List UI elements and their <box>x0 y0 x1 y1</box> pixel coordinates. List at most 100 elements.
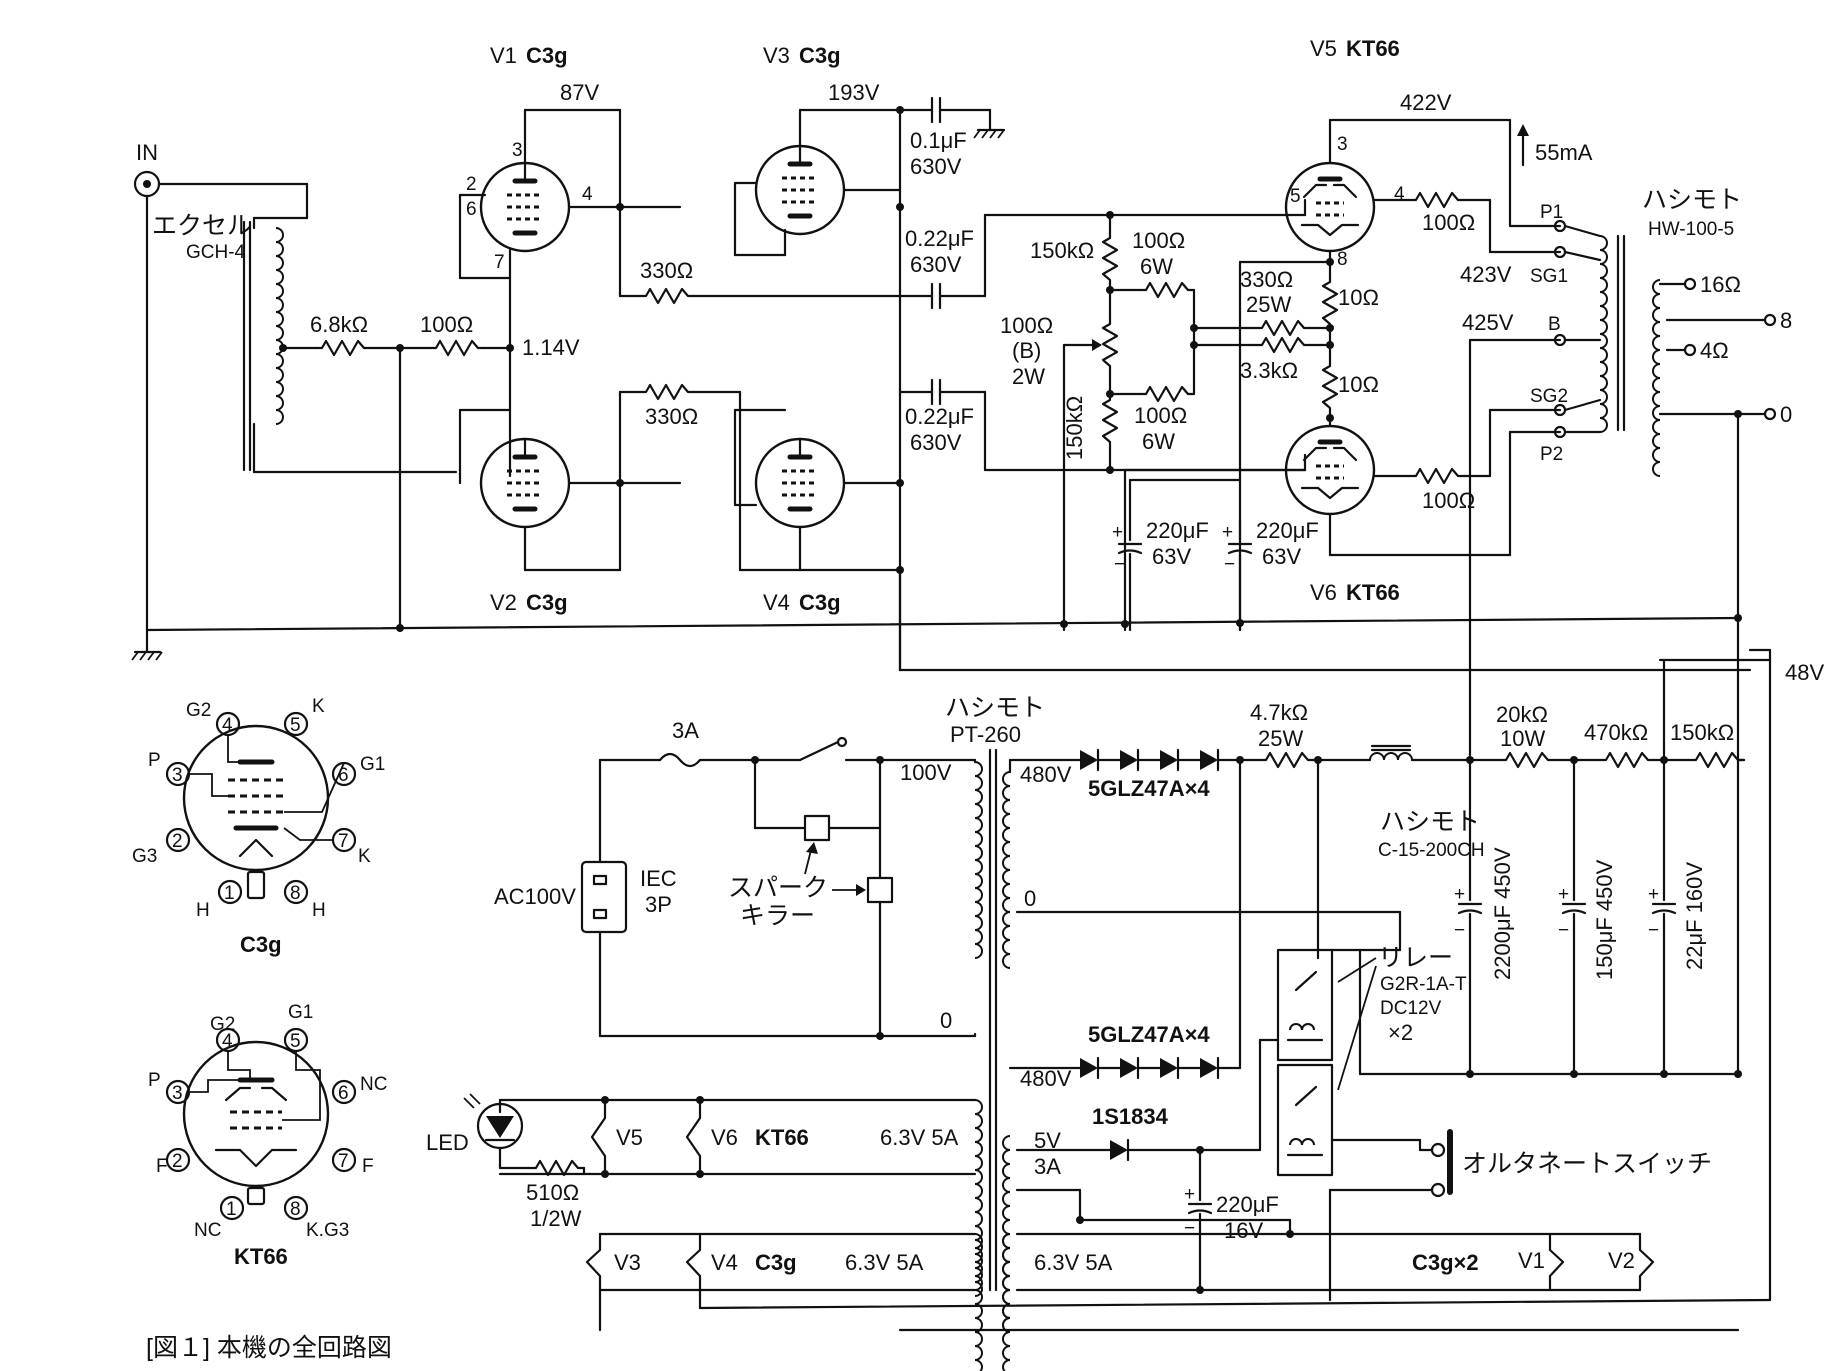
svg-text:5: 5 <box>290 1031 301 1052</box>
relay-b <box>1276 1063 1334 1177</box>
svg-text:7: 7 <box>494 252 505 273</box>
pt-heater-c <box>1001 1233 1011 1371</box>
relay-a <box>1276 948 1334 1062</box>
c-220a-voltage: 63V <box>1152 544 1191 569</box>
r-20k-power: 10W <box>1500 726 1545 751</box>
r-100-6w-b-power: 6W <box>1142 429 1175 454</box>
iec-inlet-icon <box>580 860 628 934</box>
pt-primary <box>974 761 984 959</box>
r-470k-label: 470kΩ <box>1584 720 1648 745</box>
v1-cathode-voltage: 1.14V <box>522 335 580 360</box>
input-section: IN エクセル GCH-4 6.8kΩ 100Ω 1.14V <box>133 140 580 632</box>
c-2200-label: 2200μF 450V <box>1490 847 1515 980</box>
sec-480b: 480V <box>1020 1066 1072 1091</box>
pt-hv-secondary <box>1001 771 1011 969</box>
v1-type: C3g <box>526 43 568 68</box>
heater-v1: V1 <box>1518 1248 1545 1273</box>
svg-text:+: + <box>1454 884 1465 905</box>
opt-secondary <box>1651 279 1661 477</box>
svg-text:K.G3: K.G3 <box>306 1220 349 1241</box>
svg-text:G3: G3 <box>132 846 157 867</box>
vr-power: 2W <box>1012 364 1045 389</box>
opt-tap-4: 4Ω <box>1700 338 1729 363</box>
heater-c3g: C3g <box>755 1250 797 1275</box>
pt-maker: ハシモト <box>945 694 1045 722</box>
opt-model: HW-100-5 <box>1648 219 1734 240</box>
sec-3a: 3A <box>1034 1154 1061 1179</box>
v6-type: KT66 <box>1346 580 1400 605</box>
svg-text:6: 6 <box>338 765 349 786</box>
alt-switch-label: オルタネートスイッチ <box>1462 1150 1712 1178</box>
sec-5v: 5V <box>1034 1128 1061 1153</box>
input-transformer-secondary <box>275 227 285 425</box>
r-150ka-label: 150kΩ <box>1030 238 1094 263</box>
svg-text:3: 3 <box>1337 134 1348 155</box>
r-100-6w-a-power: 6W <box>1140 254 1173 279</box>
r-20k-label: 20kΩ <box>1496 702 1548 727</box>
heater-v3: V3 <box>614 1250 641 1275</box>
v1-stage: V1 C3g 3 2 6 7 4 87V 330Ω <box>458 43 902 478</box>
svg-text:2: 2 <box>172 831 183 852</box>
v6-ref: V6 <box>1310 580 1337 605</box>
v4-tube <box>756 439 844 527</box>
svg-text:F: F <box>156 1156 168 1177</box>
heater-v5: V5 <box>616 1125 643 1150</box>
power-switch <box>798 740 840 762</box>
relay-model: G2R-1A-T <box>1380 974 1467 995</box>
opt-tap-8: 8 <box>1780 308 1792 333</box>
svg-text:1: 1 <box>226 1199 237 1220</box>
c-022b-voltage: 630V <box>910 430 962 455</box>
r-330-25w-power: 25W <box>1246 292 1291 317</box>
iec-label: IEC <box>640 866 677 891</box>
svg-text:−: − <box>1454 920 1465 941</box>
v3-ref: V3 <box>763 43 790 68</box>
opt-sg1: SG1 <box>1530 266 1568 287</box>
v5-ref: V5 <box>1310 36 1337 61</box>
heater-kt66: KT66 <box>755 1125 809 1150</box>
choke-maker: ハシモト <box>1380 808 1480 836</box>
opt-maker: ハシモト <box>1642 186 1742 214</box>
c-01-voltage: 630V <box>910 154 962 179</box>
r-100-6w-b-value: 100Ω <box>1134 403 1187 428</box>
b-voltage: 425V <box>1462 310 1514 335</box>
svg-text:1: 1 <box>224 883 235 904</box>
svg-text:4: 4 <box>222 715 233 736</box>
pinout-kt66-name: KT66 <box>234 1244 288 1269</box>
c-220b-value: 220μF <box>1256 518 1319 543</box>
pt-100v: 100V <box>900 760 952 785</box>
v2-stage: V2 C3g 330Ω <box>458 383 742 615</box>
svg-text:2: 2 <box>466 174 477 195</box>
heater-63a: 6.3V 5A <box>880 1125 959 1150</box>
svg-text:NC: NC <box>360 1074 387 1095</box>
r-150k-label: 150kΩ <box>1670 720 1734 745</box>
r-510-label: 510Ω <box>526 1180 579 1205</box>
svg-text:+: + <box>1222 522 1233 543</box>
svg-text:5: 5 <box>1290 186 1301 207</box>
iec-3p-label: 3P <box>645 892 672 917</box>
r-330a-label: 330Ω <box>640 258 693 283</box>
svg-text:7: 7 <box>338 1151 349 1172</box>
spark-killer-a <box>803 814 831 842</box>
r-33k-label: 3.3kΩ <box>1240 358 1298 383</box>
svg-text:+: + <box>1558 884 1569 905</box>
svg-text:K: K <box>312 696 325 717</box>
pt-0: 0 <box>940 1008 952 1033</box>
svg-text:G2: G2 <box>186 700 211 721</box>
input-transformer-maker: エクセル <box>152 212 252 240</box>
svg-text:4: 4 <box>1394 184 1405 205</box>
svg-text:P: P <box>148 750 161 771</box>
c-220b-voltage: 63V <box>1262 544 1301 569</box>
coupling-caps: 0.22μF 630V 0.22μF 630V <box>898 213 1307 472</box>
c-022a-value: 0.22μF <box>905 226 974 251</box>
choke-model: C-15-200CH <box>1378 840 1485 861</box>
power-supply: AC100V IEC 3P 3A スパーク キラー <box>426 658 1772 1371</box>
v1-plate-voltage: 87V <box>560 80 599 105</box>
spark-killer-label-2: キラー <box>740 902 815 930</box>
input-transformer-model: GCH-4 <box>186 242 246 263</box>
svg-text:−: − <box>1648 920 1659 941</box>
svg-text:G2: G2 <box>210 1014 235 1035</box>
figure-caption: [図１] 本機の全回路図 <box>146 1334 392 1362</box>
heater-v6: V6 <box>711 1125 738 1150</box>
heater-63c: 6.3V 5A <box>1034 1250 1113 1275</box>
